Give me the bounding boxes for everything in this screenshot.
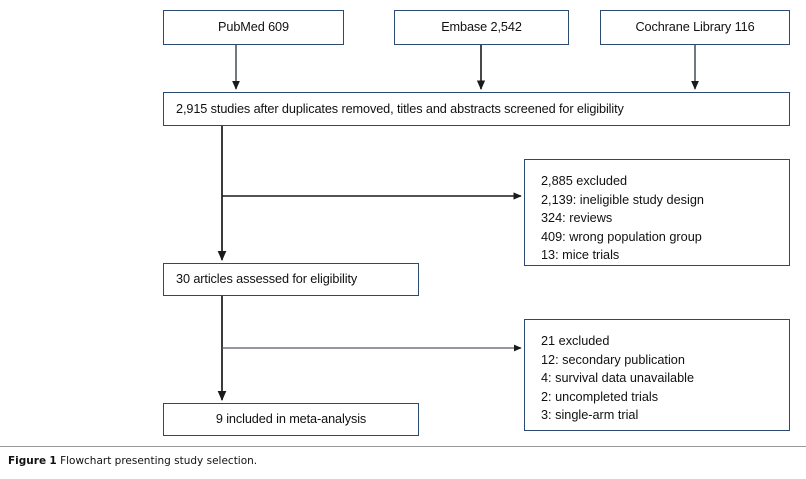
excluded-screening-reason: 324: reviews	[541, 211, 613, 226]
node-articles-assessed: 30 articles assessed for eligibility	[163, 263, 419, 296]
excluded-screening-reason: 2,139: ineligible study design	[541, 192, 704, 207]
excluded-screening-reason: 13: mice trials	[541, 248, 620, 263]
node-articles-assessed-label: 30 articles assessed for eligibility	[176, 272, 358, 287]
excluded-screening-header: 2,885 excluded	[541, 174, 628, 188]
caption-divider	[0, 446, 806, 447]
flowchart-canvas: PubMed 609 Embase 2,542 Cochrane Library…	[163, 10, 790, 436]
figure-caption-text: Flowchart presenting study selection.	[60, 455, 258, 467]
node-cochrane: Cochrane Library 116	[600, 10, 790, 45]
node-embase: Embase 2,542	[394, 10, 569, 45]
node-cochrane-label: Cochrane Library 116	[635, 20, 755, 35]
node-embase-label: Embase 2,542	[441, 20, 522, 35]
excluded-eligibility-reason: 4: survival data unavailable	[541, 371, 695, 386]
node-pubmed-label: PubMed 609	[218, 20, 289, 35]
node-excluded-screening: 2,885 excluded 2,139: ineligible study d…	[524, 159, 790, 266]
excluded-eligibility-reason: 3: single-arm trial	[541, 408, 639, 423]
figure-caption-number: 1	[49, 455, 57, 467]
node-pubmed: PubMed 609	[163, 10, 344, 45]
flowchart-connectors	[217, 45, 699, 402]
figure-caption: Figure 1 Flowchart presenting study sele…	[8, 455, 798, 467]
node-excluded-eligibility: 21 excluded 12: secondary publication 4:…	[524, 319, 790, 431]
excluded-eligibility-reason: 2: uncompleted trials	[541, 389, 659, 404]
node-included-meta-analysis: 9 included in meta-analysis	[163, 403, 419, 436]
excluded-eligibility-header: 21 excluded	[541, 334, 610, 348]
excluded-screening-reason: 409: wrong population group	[541, 229, 702, 244]
node-studies-screened: 2,915 studies after duplicates removed, …	[163, 92, 790, 126]
node-studies-screened-label: 2,915 studies after duplicates removed, …	[176, 101, 624, 116]
figure-caption-label: Figure	[8, 455, 47, 467]
node-included-meta-analysis-label: 9 included in meta-analysis	[215, 412, 367, 427]
excluded-eligibility-reason: 12: secondary publication	[541, 352, 685, 367]
